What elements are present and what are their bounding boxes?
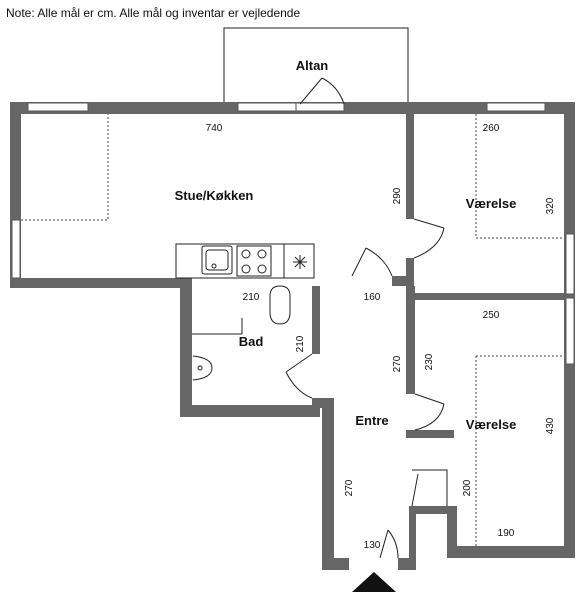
door-stue [351,247,393,277]
door-entrance [379,529,399,559]
dim-closet: 200 [462,479,473,496]
balcony-door-frame [295,102,345,112]
balcony [223,27,409,104]
dim-stue-wall: 290 [392,187,403,204]
room-label-bad: Bad [239,334,264,349]
window-right-lower [565,297,575,365]
door-closet [411,473,419,507]
furniture-outlines [21,114,564,546]
bed1-outline [475,114,564,239]
toilet [269,285,291,325]
door-vaerelse1 [413,218,445,259]
plan-note: Note: Alle mål er cm. Alle mål og invent… [6,6,301,20]
dim-bad-width: 210 [243,292,260,303]
dim-v1-width: 260 [483,123,500,134]
dim-entre-depth: 270 [344,479,355,496]
closet [412,469,448,506]
dim-v2-wall-left: 270 [392,355,403,372]
door-balcony [299,77,345,105]
room-label-stue: Stue/Køkken [175,188,254,203]
sink [201,245,233,275]
room-label-entre: Entre [355,413,388,428]
dim-v1-depth: 320 [545,197,556,214]
sofa-outline [21,114,109,221]
entrance-arrow [352,572,396,592]
window-top-mid [237,102,297,112]
dim-v2-bottom: 190 [498,528,515,539]
door-bad [285,353,313,399]
fridge-icon [293,255,307,269]
room-label-vaerelse2: Værelse [466,417,517,432]
room-label-altan: Altan [296,58,329,73]
dim-stue-width: 740 [206,123,223,134]
stove [236,245,272,277]
window-left [11,219,21,279]
room-label-vaerelse1: Værelse [466,196,517,211]
window-right-upper [565,233,575,295]
dim-v2-depth: 430 [545,417,556,434]
dim-passage: 160 [364,292,381,303]
bath-sink [192,355,213,381]
dim-entrance-width: 130 [364,540,381,551]
window-top-right [486,102,546,112]
walls [10,102,575,570]
door-vaerelse2 [414,393,445,431]
bath-fixtures [192,285,291,381]
kitchen-counter [175,243,315,279]
dim-bad-depth: 210 [295,335,306,352]
window-top-left [27,102,89,112]
doors [285,77,445,559]
dim-v2-wall-right: 230 [424,353,435,370]
windows [11,102,575,365]
dim-v2-width: 250 [483,310,500,321]
